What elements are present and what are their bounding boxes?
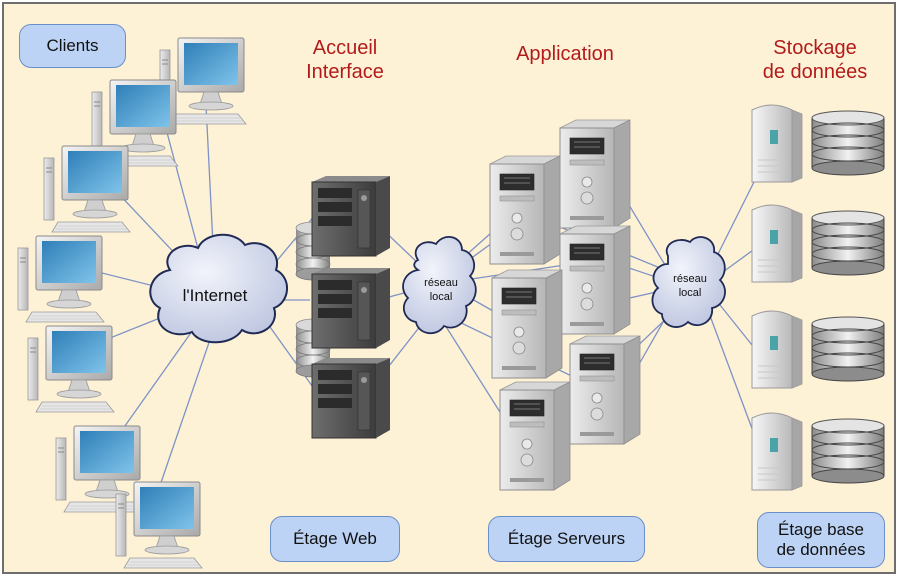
internet-cloud-icon [149, 233, 288, 344]
web-tier-heading-line1: Accueil [312, 37, 378, 59]
lan-1-label-line1: réseau [424, 277, 458, 289]
db-server-icon [751, 310, 803, 389]
app-server-icon [499, 381, 571, 491]
web-server-icon [311, 357, 391, 439]
web-server-icon [311, 267, 391, 349]
db-server-icon [751, 204, 803, 283]
db-tier-label-line1: Étage base [777, 520, 864, 539]
clients-label: Clients [19, 24, 126, 68]
db-tier-label: Étage base de données [757, 512, 885, 568]
lan-cloud-1-icon [402, 236, 477, 335]
db-tier-heading: Stockage de données [745, 36, 885, 84]
database-icon [811, 110, 885, 176]
db-tier-heading-line1: Stockage [773, 37, 857, 59]
server-tier-label: Étage Serveurs [488, 516, 645, 562]
db-server-icon [751, 104, 803, 183]
database-icon [811, 210, 885, 276]
lan-2-label-line2: local [679, 287, 702, 299]
internet-label: l'Internet [183, 286, 248, 305]
lan-2-label-line1: réseau [673, 273, 707, 285]
lan-cloud-2-icon [651, 236, 726, 328]
app-server-icon [559, 119, 631, 229]
app-server-icon [569, 335, 641, 445]
app-server-icon [491, 269, 563, 379]
web-tier-heading: Accueil Interface [290, 36, 400, 84]
app-server-icon [559, 225, 631, 335]
db-tier-heading-line2: de données [762, 61, 868, 83]
database-icon [811, 316, 885, 382]
application-servers [489, 119, 641, 491]
db-server-icon [751, 412, 803, 491]
web-server-icon [311, 175, 391, 257]
app-tier-heading: Application [516, 43, 614, 65]
app-server-icon [489, 155, 561, 265]
db-tier-label-line2: de données [776, 540, 866, 559]
lan-1-label-line2: local [430, 291, 453, 303]
web-tier-heading-line2: Interface [306, 61, 384, 83]
web-tier-label: Étage Web [270, 516, 400, 562]
database-icon [811, 418, 885, 484]
